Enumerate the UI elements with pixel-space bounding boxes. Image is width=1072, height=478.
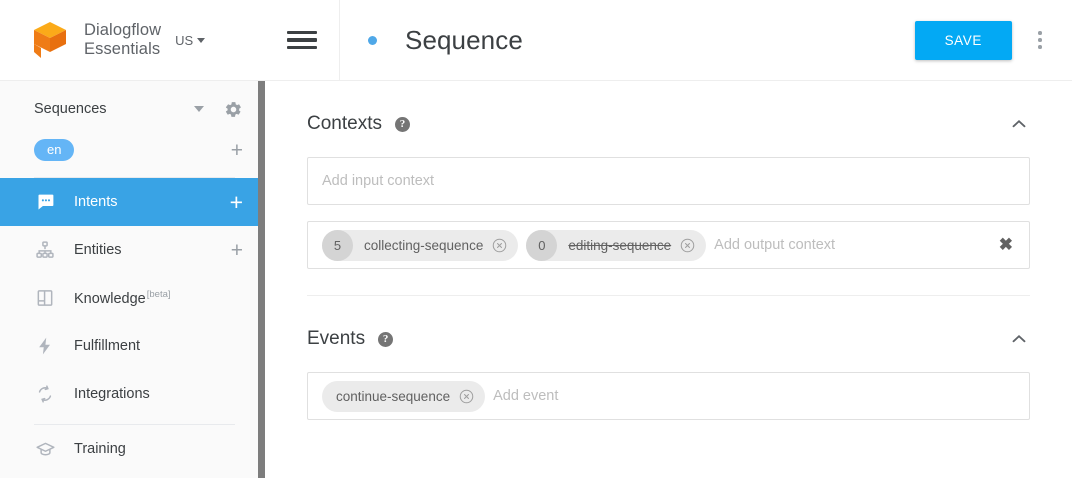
topbar-divider <box>339 0 340 81</box>
chat-bubble-icon <box>34 191 56 213</box>
sidebar-scrollbar[interactable] <box>258 81 265 478</box>
sidebar-item-entities[interactable]: Entities + <box>0 226 265 274</box>
help-circle-icon[interactable]: ? <box>394 116 410 132</box>
remove-circle-icon[interactable] <box>459 389 474 404</box>
main-panel: Sequence SAVE Contexts ? Add input <box>265 0 1072 478</box>
help-circle-icon[interactable]: ? <box>378 331 394 347</box>
chip-label: editing-sequence <box>568 237 672 253</box>
sidebar: Dialogflow Essentials US Sequences en + <box>0 0 265 478</box>
events-placeholder: Add event <box>493 388 559 404</box>
sidebar-item-label: Entities <box>74 242 122 258</box>
event-chip[interactable]: continue-sequence <box>322 380 486 412</box>
brand-name: Dialogflow Essentials <box>84 21 162 58</box>
events-section: Events ? continue-sequence <box>307 296 1030 420</box>
sidebar-item-integrations[interactable]: Integrations <box>0 370 265 418</box>
beta-badge: [beta] <box>146 289 171 301</box>
add-intent-icon[interactable]: + <box>229 188 243 215</box>
language-chip-en[interactable]: en <box>34 139 75 161</box>
events-header: Events ? <box>307 322 1030 356</box>
input-context-field[interactable]: Add input context <box>307 157 1030 205</box>
section-title: Contexts <box>307 113 382 134</box>
contexts-section: Contexts ? Add input context 5 collectin… <box>307 81 1030 296</box>
sidebar-divider <box>34 177 235 178</box>
chevron-up-icon[interactable] <box>1008 328 1030 350</box>
language-row: en + <box>0 129 265 171</box>
events-field[interactable]: continue-sequence Add event <box>307 372 1030 420</box>
save-button[interactable]: SAVE <box>914 20 1012 60</box>
sidebar-item-label: Training <box>74 441 126 457</box>
output-context-field[interactable]: 5 collecting-sequence 0 editing-sequence <box>307 221 1030 269</box>
add-language-icon[interactable]: + <box>230 138 243 162</box>
chip-label: continue-sequence <box>336 388 451 404</box>
chip-lifespan-badge: 0 <box>526 229 558 261</box>
sidebar-item-training[interactable]: Training <box>0 425 265 473</box>
chevron-up-icon[interactable] <box>1008 113 1030 135</box>
section-divider <box>307 295 1030 296</box>
contexts-header: Contexts ? <box>307 107 1030 141</box>
gear-icon[interactable] <box>224 100 243 119</box>
sidebar-divider-2 <box>34 424 235 425</box>
sidebar-item-knowledge[interactable]: Knowledge[beta] <box>0 274 265 322</box>
caret-down-icon[interactable] <box>194 106 204 112</box>
sidebar-item-label: Fulfillment <box>74 338 141 354</box>
hamburger-menu-icon[interactable] <box>287 27 317 54</box>
agent-selector-row[interactable]: Sequences <box>0 89 265 129</box>
top-bar: Sequence SAVE <box>265 0 1072 81</box>
output-context-chip[interactable]: 5 collecting-sequence <box>322 229 519 261</box>
add-entity-icon[interactable]: + <box>230 238 243 262</box>
content-area: Contexts ? Add input context 5 collectin… <box>265 81 1072 420</box>
agent-name: Sequences <box>34 101 107 117</box>
clear-output-contexts-button[interactable]: ✖ <box>998 235 1013 254</box>
brand-header: Dialogflow Essentials US <box>0 0 265 81</box>
status-dot <box>368 35 377 45</box>
sidebar-item-label: Integrations <box>74 386 150 402</box>
remove-circle-icon[interactable] <box>680 238 695 253</box>
output-context-placeholder: Add output context <box>714 237 836 253</box>
chip-lifespan-badge: 5 <box>322 229 353 261</box>
kebab-menu-icon[interactable] <box>1022 31 1058 49</box>
sync-arrows-icon <box>34 383 56 405</box>
sidebar-item-intents[interactable]: Intents + <box>0 178 265 226</box>
sidebar-item-label: Intents <box>74 194 118 210</box>
dialogflow-cube-logo <box>34 22 66 58</box>
output-context-chip[interactable]: 0 editing-sequence <box>526 229 707 261</box>
sidebar-item-label: Knowledge <box>74 290 146 307</box>
org-chart-icon <box>34 239 56 261</box>
book-icon <box>34 287 56 309</box>
remove-circle-icon[interactable] <box>492 238 507 253</box>
sidebar-item-fulfillment[interactable]: Fulfillment <box>0 322 265 370</box>
chip-label: collecting-sequence <box>364 237 484 253</box>
region-label: US <box>175 32 194 48</box>
input-context-placeholder: Add input context <box>322 173 435 189</box>
section-title: Events <box>307 328 366 349</box>
caret-down-icon <box>197 37 206 43</box>
graduation-cap-icon <box>34 438 56 460</box>
region-selector[interactable]: US <box>175 32 206 48</box>
lightning-bolt-icon <box>34 335 56 357</box>
page-title: Sequence <box>405 24 523 55</box>
